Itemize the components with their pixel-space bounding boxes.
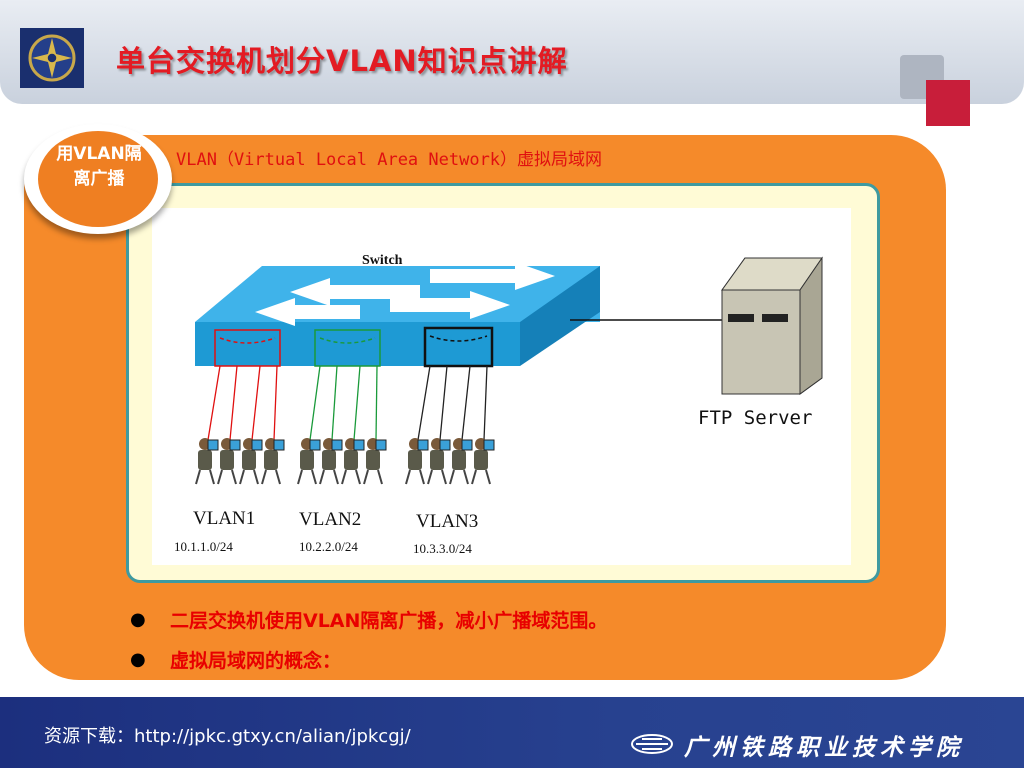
footer-bar: [0, 697, 1024, 768]
vlan3-users-icon: [405, 438, 495, 485]
vlan2-users-icon: [297, 438, 387, 485]
railway-logo-icon: [631, 734, 673, 754]
topic-badge-label: 用VLAN隔离广播: [56, 144, 142, 189]
vlan1-subnet: 10.1.1.0/24: [174, 539, 233, 554]
bullet-dot-icon: ●: [130, 609, 146, 630]
topic-badge-inner: [38, 131, 158, 227]
bullet-text: 虚拟局域网的概念：: [170, 650, 342, 672]
right-gap: [1000, 658, 1024, 696]
vlan3-subnet: 10.3.3.0/24: [413, 541, 472, 556]
server-label: FTP Server: [698, 407, 812, 429]
vlan1-users-icon: [195, 438, 285, 485]
bullet-dot-icon: ●: [130, 649, 146, 670]
slide-title: 单台交换机划分VLAN知识点讲解: [116, 44, 568, 78]
vlan2-cables: [309, 365, 378, 441]
vlan2-label: VLAN2: [299, 509, 361, 530]
download-link[interactable]: 资源下载：http://jpkc.gtxy.cn/alian/jpkcgj/: [44, 726, 411, 747]
vlan-definition-title: VLAN（Virtual Local Area Network）虚拟局域网: [176, 150, 603, 170]
switch-icon: Switch: [195, 253, 600, 368]
server-icon: FTP Server: [698, 256, 823, 429]
bullet-text: 二层交换机使用VLAN隔离广播，减小广播域范围。: [170, 610, 608, 632]
vlan1-cables: [207, 365, 278, 441]
vlan1-label: VLAN1: [193, 508, 255, 529]
decor-square-red: [926, 80, 970, 126]
college-name: 广州铁路职业技术学院: [684, 734, 964, 761]
vlan2-subnet: 10.2.2.0/24: [299, 539, 358, 554]
vlan3-cables: [417, 365, 488, 441]
emblem-logo: [20, 28, 84, 88]
header-band: [0, 0, 1024, 104]
vlan3-label: VLAN3: [416, 511, 478, 532]
switch-label: Switch: [362, 253, 403, 268]
